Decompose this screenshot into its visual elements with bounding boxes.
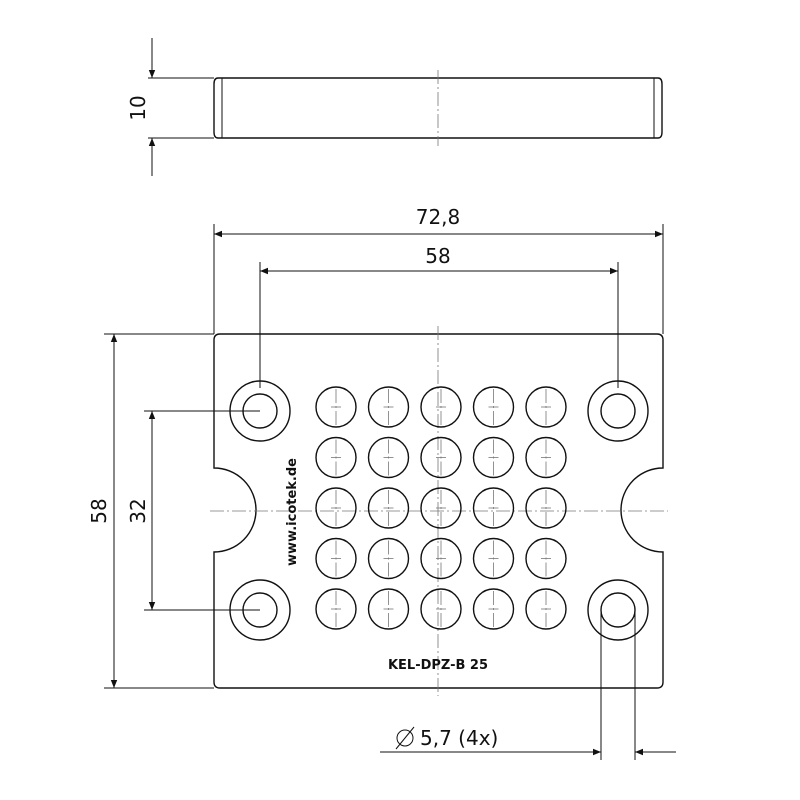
front-view: www.icotek.de KEL-DPZ-B 25 bbox=[210, 326, 668, 696]
mounting-hole-top-right bbox=[587, 380, 649, 442]
dimension-mounting-hole-diameter: 5,7 (4x) bbox=[380, 610, 676, 760]
mounting-hole-diameter-value: 5,7 (4x) bbox=[420, 726, 498, 750]
dimension-overall-height: 58 bbox=[87, 333, 214, 689]
cable-entry-hole bbox=[525, 436, 567, 479]
mounting-hole-bottom-right bbox=[587, 579, 649, 641]
cable-entry-hole bbox=[367, 487, 410, 529]
website-label: www.icotek.de bbox=[285, 458, 300, 566]
dimension-overall-width: 72,8 bbox=[213, 205, 664, 334]
cable-entry-hole bbox=[315, 436, 357, 479]
cable-entry-hole bbox=[315, 588, 357, 630]
cable-entry-hole bbox=[472, 487, 515, 529]
hole-spacing-horizontal-value: 58 bbox=[425, 244, 450, 268]
cable-entry-hole bbox=[367, 588, 410, 630]
cable-entry-hole bbox=[420, 386, 462, 428]
cable-entry-hole bbox=[525, 386, 567, 428]
cable-entry-hole bbox=[525, 588, 567, 630]
model-label: KEL-DPZ-B 25 bbox=[388, 658, 488, 673]
cable-entry-hole bbox=[315, 537, 357, 580]
diameter-icon bbox=[395, 726, 415, 750]
cable-entry-hole bbox=[420, 588, 462, 630]
cable-entry-hole bbox=[525, 537, 567, 580]
cable-entry-hole bbox=[472, 436, 515, 479]
cable-entry-hole bbox=[420, 537, 462, 580]
cable-entry-hole bbox=[315, 386, 357, 428]
dimension-hole-spacing-vertical: 32 bbox=[126, 410, 260, 611]
side-view: 10 bbox=[126, 38, 663, 176]
cable-entry-hole bbox=[367, 537, 410, 580]
overall-width-value: 72,8 bbox=[416, 205, 461, 229]
cable-entry-hole bbox=[420, 436, 462, 479]
dimension-hole-spacing-horizontal: 58 bbox=[259, 244, 619, 388]
cable-entry-hole bbox=[315, 487, 357, 529]
cable-entry-hole bbox=[420, 487, 462, 529]
cable-entry-hole bbox=[472, 588, 515, 630]
cable-entry-hole bbox=[472, 537, 515, 580]
cable-entry-hole bbox=[525, 487, 567, 529]
cable-entry-hole bbox=[472, 386, 515, 428]
cable-entry-grid bbox=[315, 386, 567, 630]
thickness-dimension: 10 bbox=[126, 95, 150, 120]
cable-entry-hole bbox=[367, 386, 410, 428]
overall-height-value: 58 bbox=[87, 498, 111, 523]
cable-entry-hole bbox=[367, 436, 410, 479]
hole-spacing-vertical-value: 32 bbox=[126, 498, 150, 523]
